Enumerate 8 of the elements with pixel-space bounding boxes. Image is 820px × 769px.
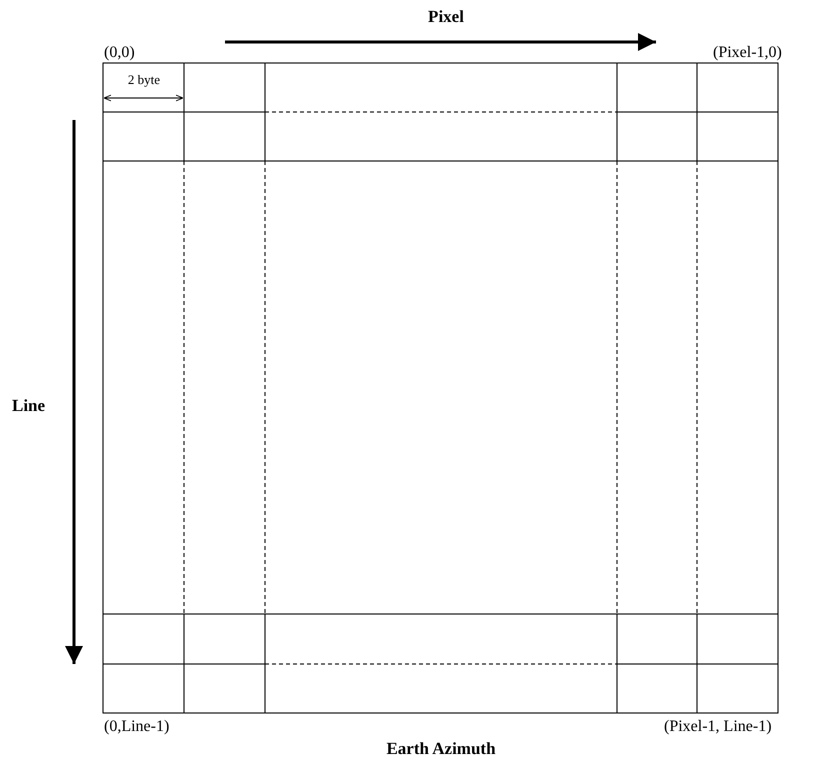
coordinate-label: (0,Line-1) bbox=[104, 719, 170, 735]
axis-label: Line bbox=[12, 397, 46, 414]
coordinate-label: (Pixel-1,0) bbox=[713, 45, 782, 61]
dimension-label: 2 byte bbox=[128, 73, 160, 86]
coordinate-label: (0,0) bbox=[104, 45, 135, 61]
caption: Earth Azimuth bbox=[386, 740, 496, 757]
axis-label: Pixel bbox=[428, 8, 464, 25]
coordinate-label: (Pixel-1, Line-1) bbox=[664, 719, 772, 735]
